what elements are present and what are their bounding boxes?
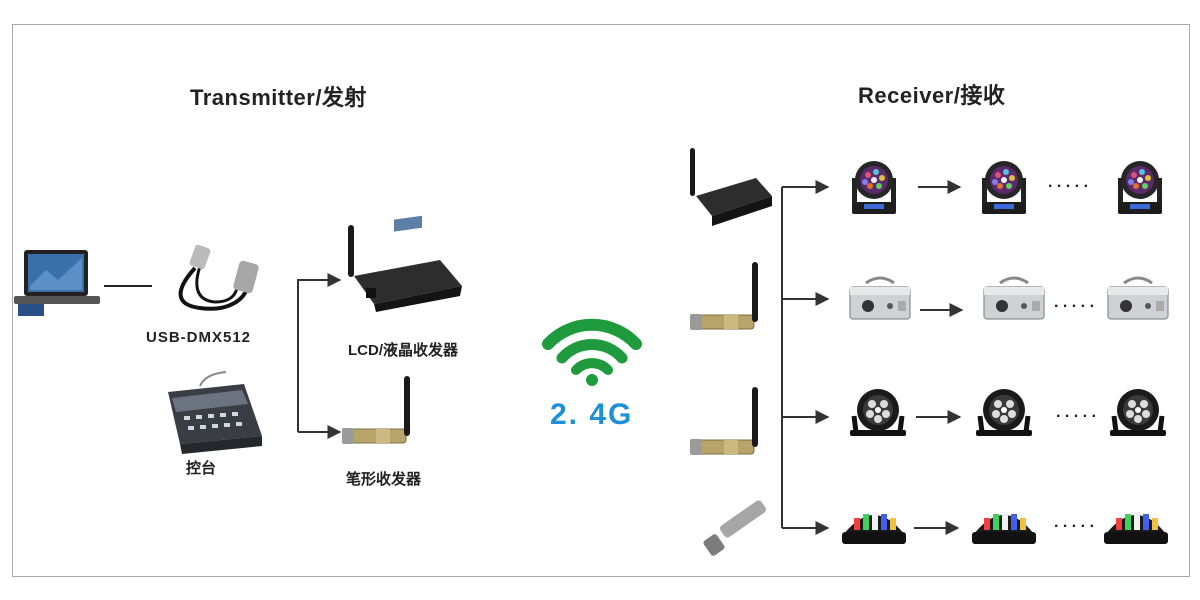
laser-projector-icon: [982, 276, 1046, 321]
row4-ellipsis: . . . . .: [1054, 514, 1095, 531]
laser-projector-icon: [1106, 276, 1170, 321]
pen-transceiver-icon: [341, 375, 411, 445]
moving-head-light-icon: [982, 161, 1026, 214]
laser-projector-icon: [848, 276, 912, 321]
receiver-pen-icon-3: [703, 500, 766, 556]
source-to-transceiver-arrows: [297, 273, 342, 439]
usb-dmx-cable-icon: [178, 244, 259, 311]
par-light-icon: [1110, 389, 1166, 436]
receiver-pen-icon-2: [689, 386, 759, 456]
lighting-console-icon: [168, 371, 262, 454]
receiver-pen-icon-1: [689, 261, 759, 331]
pen-transceiver-label: 笔形收发器: [346, 471, 422, 488]
laptop-icon: [14, 250, 100, 316]
receiver-title: Receiver/接收: [858, 83, 1006, 108]
lcd-transceiver-label: LCD/液晶收发器: [348, 342, 458, 359]
lcd-transceiver-icon: [348, 215, 462, 312]
par-light-icon: [850, 389, 906, 436]
row2-ellipsis: . . . . .: [1054, 294, 1095, 311]
transmitter-title: Transmitter/发射: [190, 85, 367, 110]
row3-ellipsis: . . . . .: [1056, 404, 1097, 421]
par-light-icon: [976, 389, 1032, 436]
frequency-label: 2. 4G: [550, 398, 634, 431]
derby-effect-light-icon: [972, 512, 1036, 544]
receiver-branch-lines: [781, 180, 830, 535]
moving-head-light-icon: [852, 161, 896, 214]
usb-dmx-label: USB-DMX512: [146, 329, 252, 346]
moving-head-light-icon: [1118, 161, 1162, 214]
row1-ellipsis: . . . . .: [1048, 174, 1089, 191]
console-label: 控台: [186, 460, 217, 477]
derby-effect-light-icon: [1104, 512, 1168, 544]
wifi-icon: [542, 318, 642, 386]
derby-effect-light-icon: [842, 512, 906, 544]
receiver-lcd-icon: [690, 148, 772, 226]
